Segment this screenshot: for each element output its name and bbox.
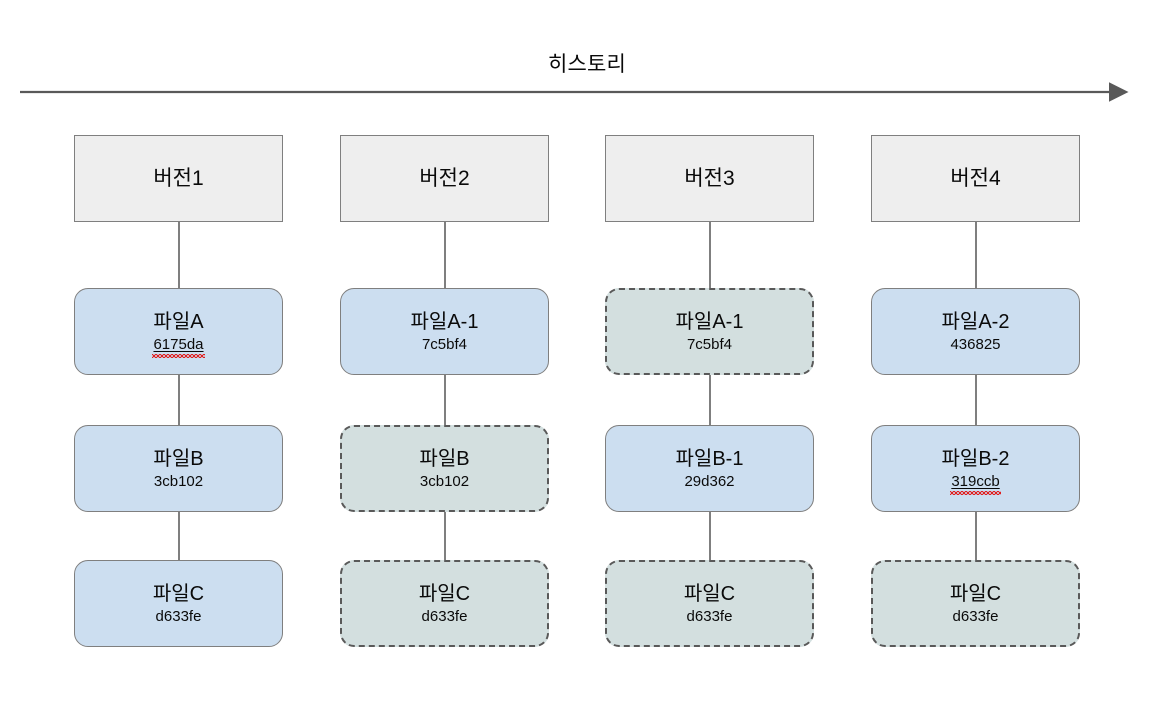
connector-line	[444, 512, 446, 560]
file-name: 파일B-2	[941, 447, 1010, 470]
file-name: 파일A-1	[675, 310, 744, 333]
connector-line	[178, 512, 180, 560]
file-name: 파일C	[949, 582, 1002, 605]
file-hash: d633fe	[421, 607, 468, 625]
file-hash: 436825	[950, 335, 1001, 353]
file-node[interactable]: 파일C d633fe	[74, 560, 283, 647]
file-node[interactable]: 파일B-2 319ccb	[871, 425, 1080, 512]
connector-line	[709, 375, 711, 425]
connector-line	[975, 222, 977, 288]
version-header-box[interactable]: 버전4	[871, 135, 1080, 222]
connector-line	[975, 375, 977, 425]
file-hash: d633fe	[952, 607, 999, 625]
file-node[interactable]: 파일A-2 436825	[871, 288, 1080, 375]
connector-line	[444, 222, 446, 288]
file-node[interactable]: 파일B 3cb102	[74, 425, 283, 512]
connector-line	[178, 375, 180, 425]
connector-line	[444, 375, 446, 425]
file-name: 파일B-1	[675, 447, 744, 470]
file-node[interactable]: 파일B-1 29d362	[605, 425, 814, 512]
version-label: 버전1	[153, 166, 204, 190]
file-name: 파일C	[418, 582, 471, 605]
file-hash: 6175da	[152, 335, 205, 358]
connector-line	[975, 512, 977, 560]
file-node[interactable]: 파일C d633fe	[605, 560, 814, 647]
file-name: 파일A-2	[941, 310, 1010, 333]
file-node[interactable]: 파일A-1 7c5bf4	[605, 288, 814, 375]
connector-line	[709, 222, 711, 288]
file-name: 파일A-1	[410, 310, 479, 333]
file-hash: 3cb102	[419, 472, 470, 490]
connector-line	[709, 512, 711, 560]
version-header-box[interactable]: 버전2	[340, 135, 549, 222]
version-header-box[interactable]: 버전1	[74, 135, 283, 222]
file-name: 파일B	[419, 447, 470, 470]
file-name: 파일C	[683, 582, 736, 605]
file-name: 파일C	[152, 582, 205, 605]
file-name: 파일A	[153, 310, 204, 333]
file-hash: d633fe	[686, 607, 733, 625]
version-label: 버전3	[684, 166, 735, 190]
file-hash: 3cb102	[153, 472, 204, 490]
version-label: 버전2	[419, 166, 470, 190]
file-hash: 29d362	[684, 472, 735, 490]
file-node[interactable]: 파일C d633fe	[871, 560, 1080, 647]
connector-line	[178, 222, 180, 288]
file-node[interactable]: 파일C d633fe	[340, 560, 549, 647]
file-node[interactable]: 파일A-1 7c5bf4	[340, 288, 549, 375]
file-node[interactable]: 파일B 3cb102	[340, 425, 549, 512]
file-hash: 7c5bf4	[686, 335, 733, 353]
file-name: 파일B	[153, 447, 204, 470]
file-hash: 319ccb	[950, 472, 1002, 495]
timeline-title: 히스토리	[547, 53, 627, 76]
file-hash: 7c5bf4	[421, 335, 468, 353]
timeline-arrow-icon	[20, 82, 1129, 102]
file-hash: d633fe	[155, 607, 202, 625]
version-header-box[interactable]: 버전3	[605, 135, 814, 222]
file-node[interactable]: 파일A 6175da	[74, 288, 283, 375]
version-label: 버전4	[950, 166, 1001, 190]
